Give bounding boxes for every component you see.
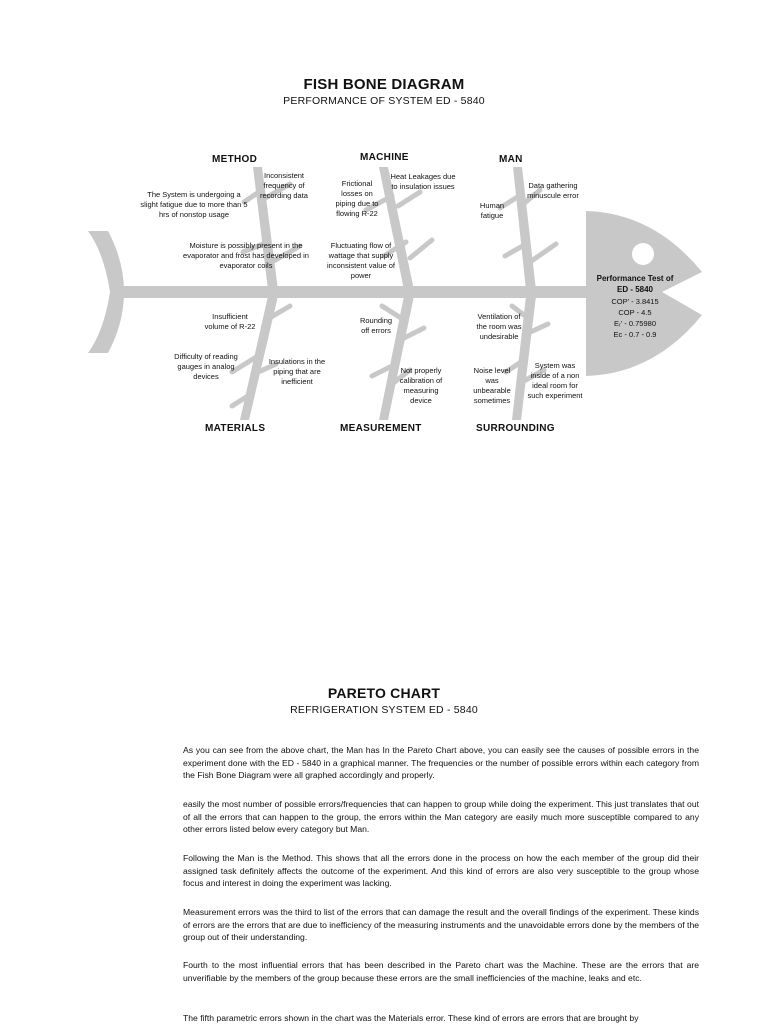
cause-man-1: Human fatigue [474,201,510,221]
category-materials: MATERIALS [205,423,265,434]
cause-method-3: Moisture is possibly present in the evap… [180,241,312,271]
cause-method-2: The System is undergoing a slight fatigu… [140,190,248,220]
cause-machine-2: Heat Leakages due to insulation issues [390,172,456,192]
pareto-title: PARETO CHART [0,685,768,701]
head-value-er: Eᵣ' - 0.75980 [588,319,682,329]
paragraph-1: As you can see from the above chart, the… [183,744,699,782]
cause-measurement-1: Rounding off errors [356,316,396,336]
cause-man-2: Data gathering minuscule error [522,181,584,201]
head-value-cop: COP - 4.5 [588,308,682,318]
cause-measurement-2: Not properly calibration of measuring de… [392,366,450,406]
paragraph-6: The fifth parametric errors shown in the… [183,1012,699,1025]
cause-surrounding-3: System was inside of a non ideal room fo… [524,361,586,401]
paragraph-4: Measurement errors was the third to list… [183,906,699,944]
head-value-ec: Ec - 0.7 - 0.9 [588,330,682,340]
category-surrounding: SURROUNDING [476,423,555,434]
cause-materials-3: Insulations in the piping that are ineff… [264,357,330,387]
category-measurement: MEASUREMENT [340,423,422,434]
fish-spine [112,286,596,298]
cause-machine-1: Frictional losses on piping due to flowi… [331,179,383,219]
category-man: MAN [499,154,523,165]
paragraph-2: easily the most number of possible error… [183,798,699,836]
category-method: METHOD [212,154,257,165]
diagram-title: FISH BONE DIAGRAM [0,76,768,93]
cause-surrounding-2: Noise level was unbearable sometimes [470,366,514,406]
pareto-subtitle: REFRIGERATION SYSTEM ED - 5840 [0,704,768,716]
head-title-1: Performance Test of [588,274,682,284]
diagram-subtitle: PERFORMANCE OF SYSTEM ED - 5840 [0,95,768,107]
head-title-2: ED - 5840 [588,285,682,295]
category-machine: MACHINE [360,152,409,163]
cause-method-1: Inconsistent frequency of recording data [252,171,316,201]
cause-materials-1: Insufficient volume of R-22 [200,312,260,332]
fishbone-graphic [0,150,768,440]
paragraph-5: Fourth to the most influential errors th… [183,959,699,984]
cause-machine-3: Fluctuating flow of wattage that supply … [322,241,400,281]
paragraph-3: Following the Man is the Method. This sh… [183,852,699,890]
cause-surrounding-1: Ventilation of the room was undesirable [472,312,526,342]
cause-materials-2: Difficulty of reading gauges in analog d… [170,352,242,382]
head-value-cop-prime: COP' - 3.8415 [588,297,682,307]
